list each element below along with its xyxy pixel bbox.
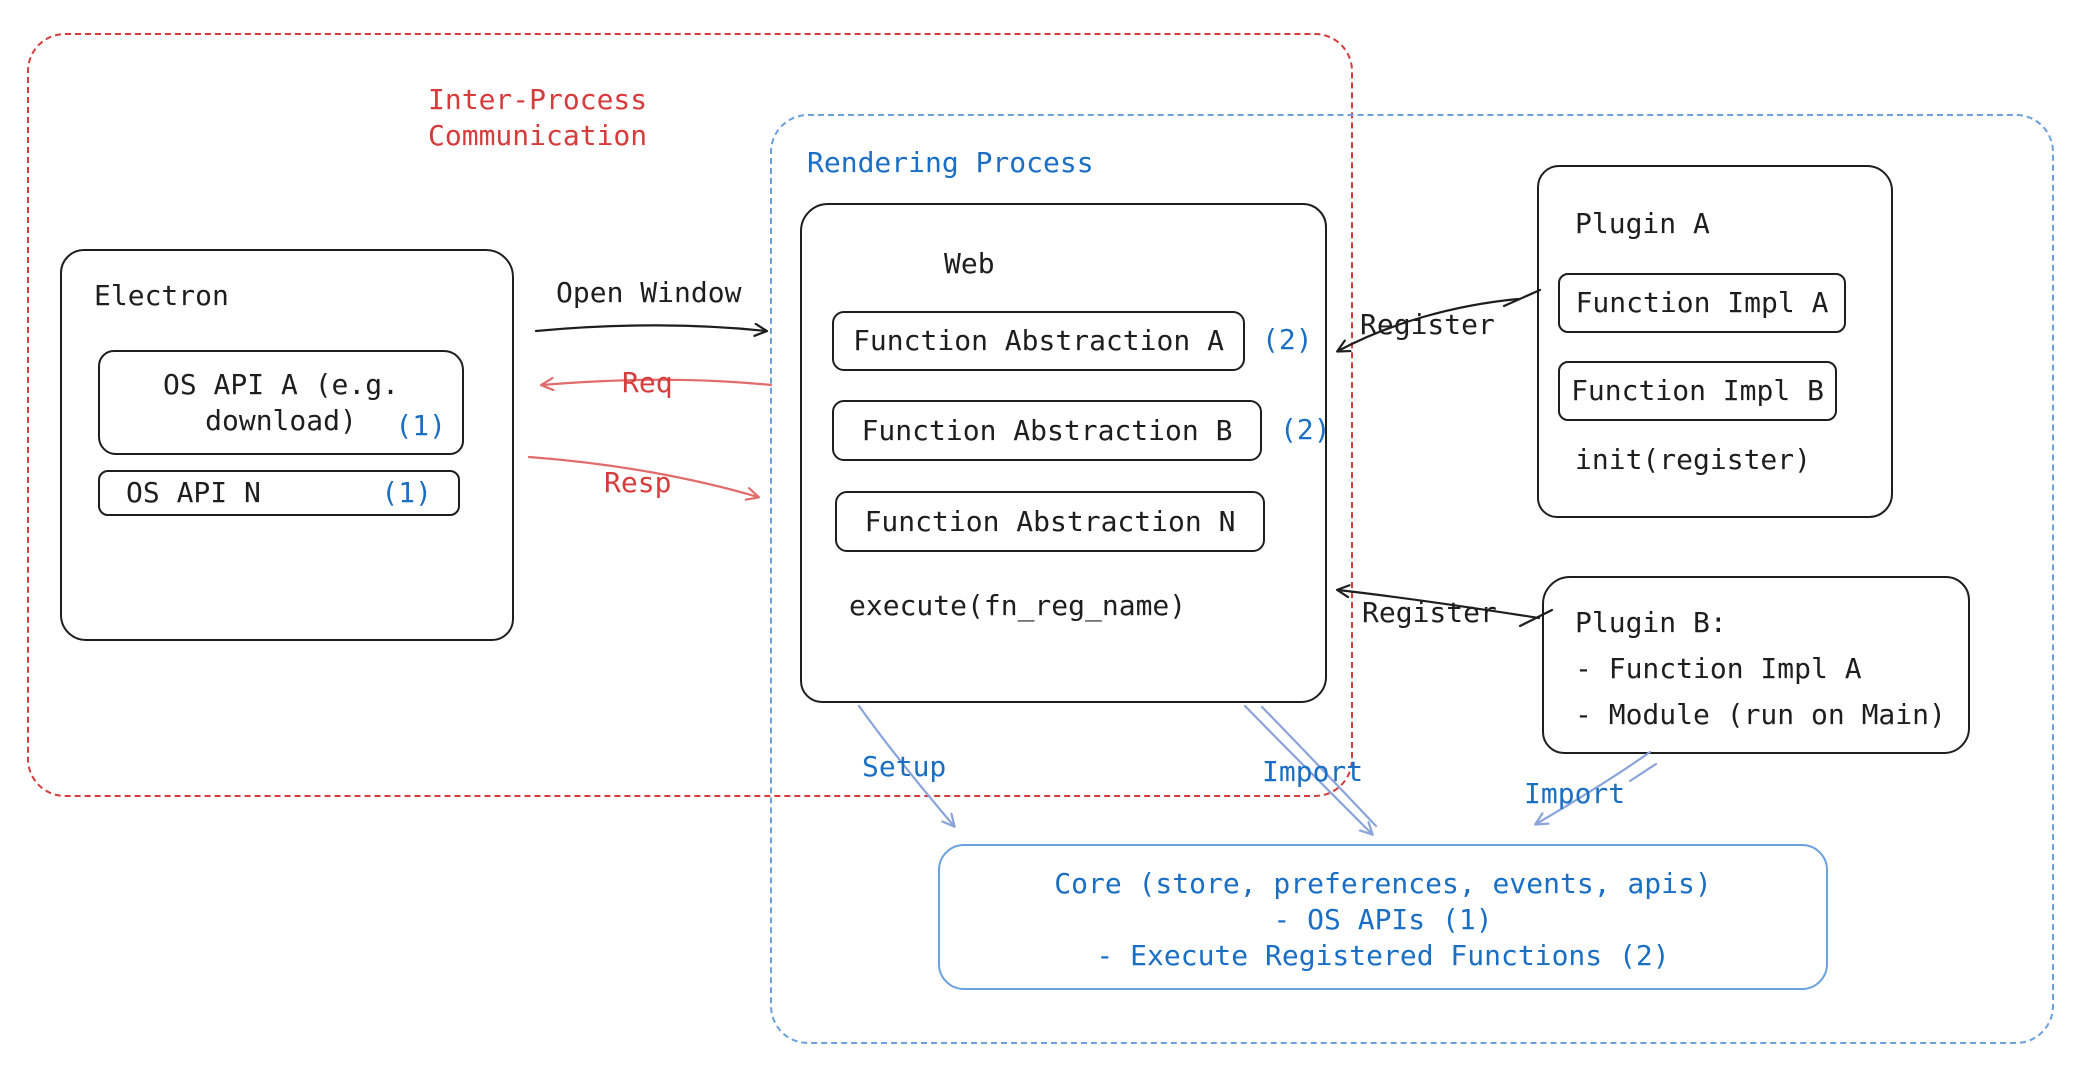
- execute-call-label: execute(fn_reg_name): [849, 589, 1187, 622]
- plugin-a-node: Plugin A Function Impl A Function Impl B…: [1537, 165, 1893, 518]
- setup-label: Setup: [862, 750, 947, 783]
- open-window-label: Open Window: [556, 276, 742, 309]
- core-line-1: Core (store, preferences, events, apis): [1054, 867, 1712, 900]
- ipc-group-frame: [27, 33, 1353, 797]
- plugin-a-impl-b-label: Function Impl B: [1571, 374, 1824, 407]
- plugin-a-title: Plugin A: [1575, 207, 1710, 240]
- electron-node: Electron OS API A (e.g. download) (1) OS…: [60, 249, 514, 641]
- fn-abstraction-b-label: Function Abstraction B: [861, 413, 1233, 447]
- plugin-b-content: Plugin B: - Function Impl A - Module (ru…: [1575, 600, 1946, 738]
- os-api-a-label: OS API A (e.g. download): [162, 367, 399, 437]
- ipc-group-label: Inter-Process Communication: [428, 83, 648, 152]
- os-api-n-badge: (1): [381, 476, 432, 509]
- os-api-n-label: OS API N: [126, 476, 261, 509]
- rendering-process-label: Rendering Process: [807, 146, 1094, 179]
- core-node: Core (store, preferences, events, apis) …: [938, 844, 1828, 990]
- plugin-a-impl-b-node: Function Impl B: [1558, 361, 1837, 421]
- resp-label: Resp: [604, 466, 672, 499]
- web-node: Web Function Abstraction A (2) Function …: [800, 203, 1331, 703]
- req-label: Req: [622, 366, 673, 399]
- fn-abstraction-n-label: Function Abstraction N: [864, 504, 1236, 538]
- import-plugin-label: Import: [1524, 777, 1626, 810]
- fn-abstraction-a-node: Function Abstraction A: [832, 311, 1245, 371]
- plugin-a-init-label: init(register): [1575, 443, 1812, 476]
- rendering-process-frame: [770, 114, 2054, 1044]
- electron-title: Electron: [94, 279, 229, 312]
- plugin-b-item-1: - Function Impl A: [1575, 652, 1862, 685]
- core-line-3: - Execute Registered Functions (2): [1096, 939, 1670, 972]
- plugin-b-item-2: - Module (run on Main): [1575, 698, 1946, 731]
- plugin-a-impl-a-label: Function Impl A: [1575, 286, 1829, 319]
- os-api-n-node: OS API N (1): [98, 470, 460, 516]
- import-web-label: Import: [1262, 755, 1364, 788]
- fn-abstraction-a-label: Function Abstraction A: [853, 324, 1224, 357]
- fn-abstraction-a-badge: (2): [1262, 323, 1313, 356]
- plugin-b-node: Plugin B: - Function Impl A - Module (ru…: [1542, 576, 1970, 754]
- web-title: Web: [944, 247, 995, 280]
- register-b-label: Register: [1362, 596, 1497, 629]
- register-a-label: Register: [1360, 308, 1495, 341]
- fn-abstraction-b-node: Function Abstraction B: [832, 400, 1262, 461]
- os-api-a-badge: (1): [395, 409, 446, 442]
- core-line-2: - OS APIs (1): [1273, 903, 1493, 936]
- os-api-a-node: OS API A (e.g. download) (1): [98, 350, 464, 455]
- fn-abstraction-n-node: Function Abstraction N: [835, 491, 1265, 552]
- fn-abstraction-b-badge: (2): [1280, 413, 1331, 446]
- plugin-a-impl-a-node: Function Impl A: [1558, 273, 1846, 333]
- plugin-b-title: Plugin B:: [1575, 606, 1727, 639]
